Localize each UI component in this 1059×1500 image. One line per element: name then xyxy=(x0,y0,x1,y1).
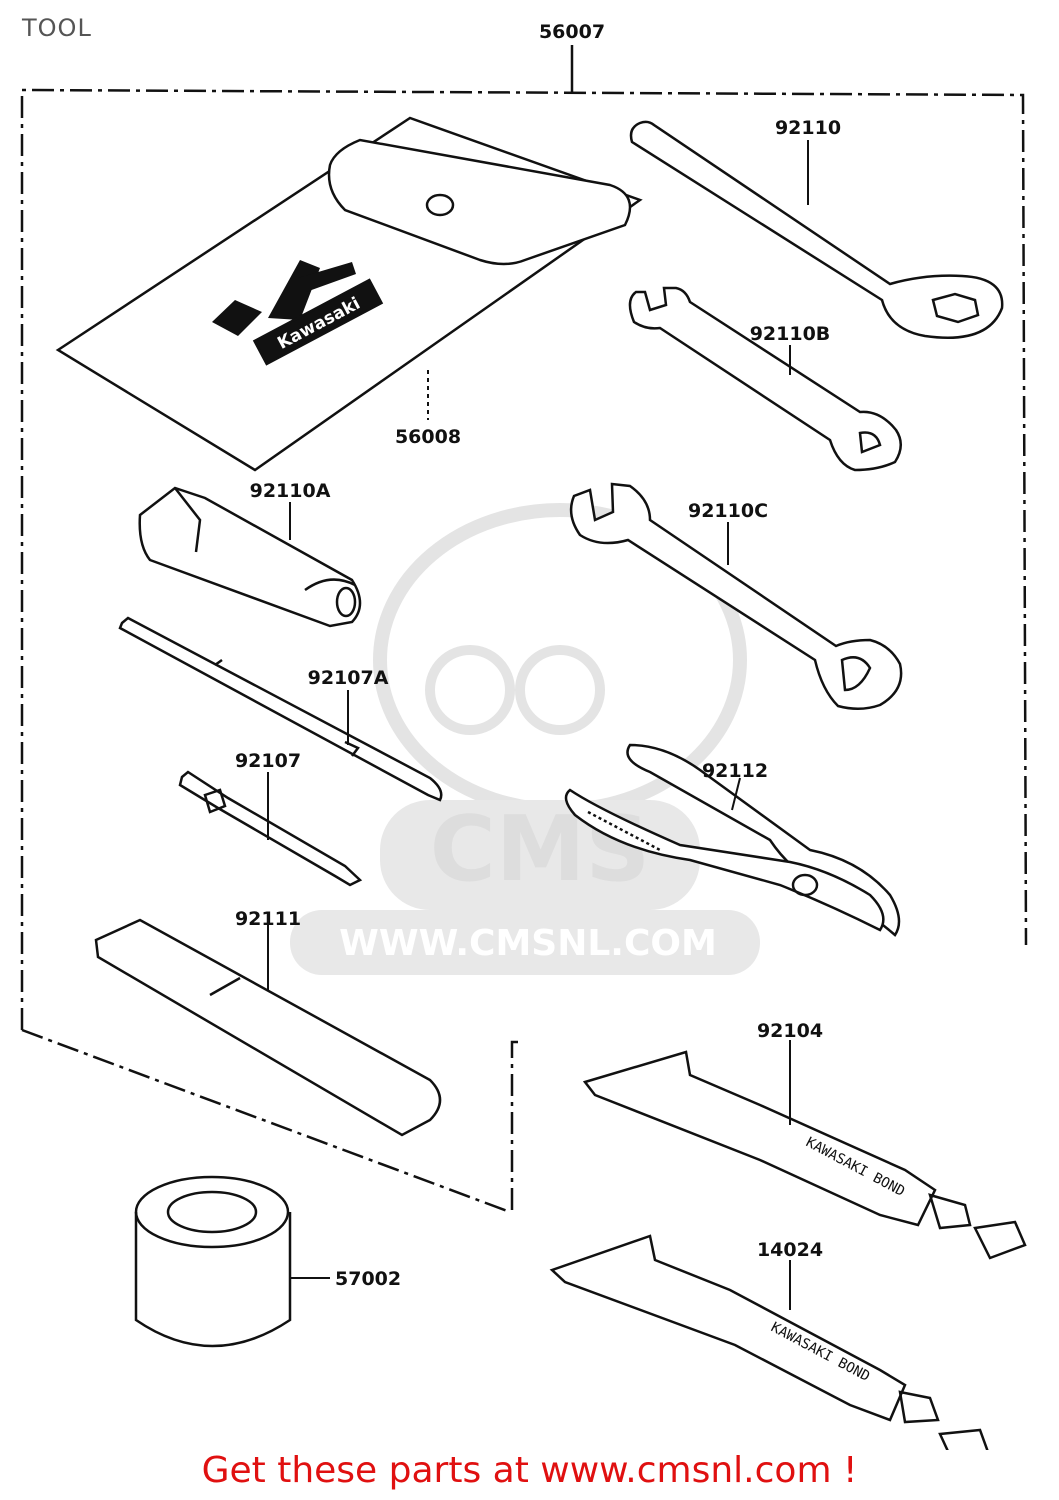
grease-can xyxy=(134,1175,292,1348)
open-end-wrench-large xyxy=(569,482,903,710)
label-92110c: 92110C xyxy=(688,500,768,522)
label-92112: 92112 xyxy=(702,760,768,782)
watermark-url-text: WWW.CMSNL.COM xyxy=(339,923,717,964)
pliers xyxy=(564,743,901,937)
section-title: TOOL xyxy=(22,14,92,42)
label-92110b: 92110B xyxy=(750,323,831,345)
label-92107a: 92107A xyxy=(308,667,389,689)
tool-set-outline xyxy=(20,45,1028,1214)
bond-tube-92104: KAWASAKI BOND xyxy=(582,1050,1027,1260)
screwdriver xyxy=(178,770,363,887)
part-labels: 56007 92110 92110B 56008 92110A 92110C 9… xyxy=(235,21,841,1290)
tool-bag: Kawasaki xyxy=(55,116,643,472)
label-92110: 92110 xyxy=(775,117,841,139)
leader-lines xyxy=(267,140,809,1310)
label-14024: 14024 xyxy=(757,1239,823,1261)
spark-plug-socket xyxy=(138,486,362,628)
watermark: CMS WWW.CMSNL.COM xyxy=(290,503,760,975)
bond-tube-14024: KAWASAKI BOND xyxy=(549,1234,989,1450)
watermark-logo-text: CMS xyxy=(430,797,650,902)
label-57002: 57002 xyxy=(335,1268,401,1290)
label-92107: 92107 xyxy=(235,750,301,772)
label-92104: 92104 xyxy=(757,1020,823,1042)
label-56008: 56008 xyxy=(395,426,461,448)
label-56007: 56007 xyxy=(539,21,605,43)
label-92110a: 92110A xyxy=(250,480,331,502)
label-92111: 92111 xyxy=(235,908,301,930)
box-end-wrench xyxy=(629,120,1004,340)
footer-link-text[interactable]: Get these parts at www.cmsnl.com ! xyxy=(201,1450,858,1491)
open-end-wrench-small xyxy=(628,286,902,472)
tool-kit-diagram: CMS WWW.CMSNL.COM Kawasaki xyxy=(20,21,1028,1450)
screwdriver-shaft xyxy=(118,616,443,802)
handle-grip xyxy=(94,918,442,1137)
